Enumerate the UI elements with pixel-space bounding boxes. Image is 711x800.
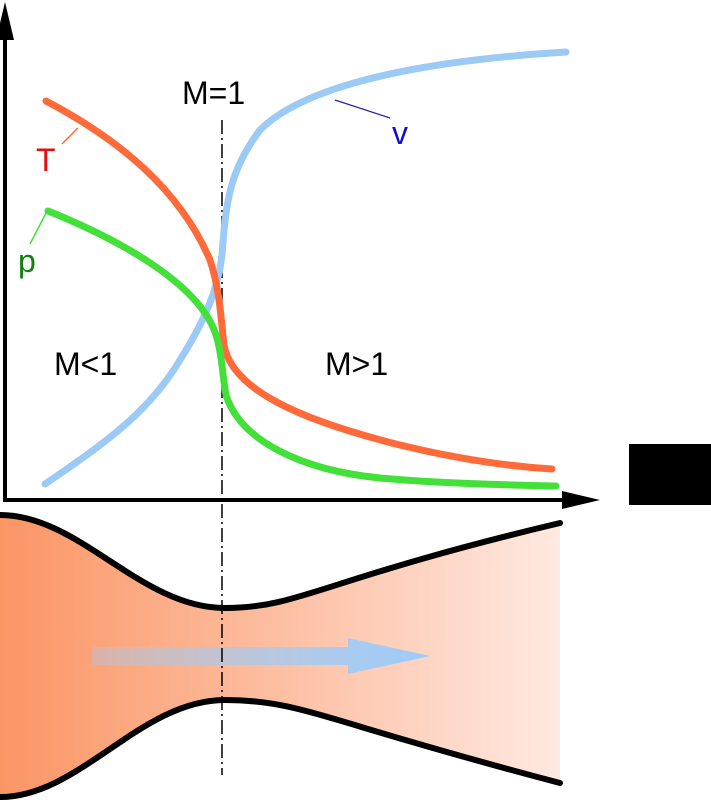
throat-mach-label: M=1: [182, 75, 245, 111]
temperature-leader: [61, 127, 79, 145]
side-marker-block: [629, 444, 711, 505]
pressure-curve: [44, 207, 560, 490]
pressure-leader: [29, 212, 47, 245]
supersonic-region-label: M>1: [325, 346, 388, 382]
temperature-label: T: [36, 142, 56, 178]
velocity-label: v: [392, 115, 408, 151]
velocity-leader: [334, 99, 391, 119]
y-axis-arrowhead: [0, 2, 14, 40]
pressure-label: p: [18, 243, 36, 279]
nozzle-lower-wall: [0, 696, 563, 800]
x-axis-arrowhead: [562, 491, 600, 509]
temperature-curve: [42, 97, 556, 473]
velocity-curve: [41, 48, 570, 488]
subsonic-region-label: M<1: [54, 346, 117, 382]
nozzle-upper-wall: [0, 512, 563, 612]
flow-direction-arrow: [92, 638, 430, 674]
